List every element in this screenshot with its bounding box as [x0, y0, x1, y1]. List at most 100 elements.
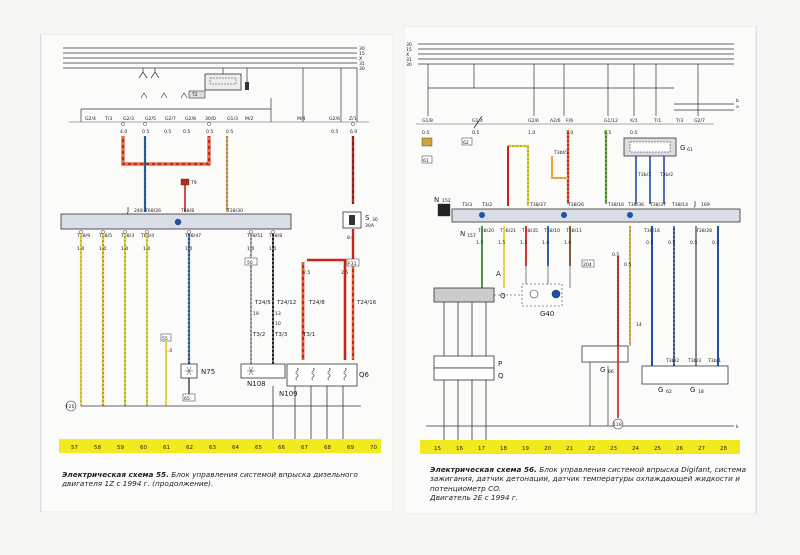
svg-text:0.5: 0.5: [630, 130, 637, 136]
svg-text:157: 157: [467, 233, 476, 239]
pin-z-1: Z/1: [349, 116, 357, 122]
svg-text:59: 59: [117, 445, 124, 451]
sensor-g66: [581, 345, 629, 363]
svg-text:30: 30: [406, 62, 412, 68]
svg-text:P: P: [498, 360, 502, 368]
pin-g2-6: G2/6: [329, 116, 340, 122]
pin-g1-3: G1/3: [227, 116, 238, 122]
svg-text:13: 13: [275, 311, 281, 317]
relay-j169: [451, 208, 741, 223]
svg-text:0.5: 0.5: [206, 129, 213, 135]
svg-text:55: 55: [162, 336, 168, 342]
svg-text:30: 30: [372, 217, 378, 223]
svg-text:G1/12: G1/12: [604, 118, 618, 124]
svg-text:T36/21: T36/21: [499, 228, 516, 234]
svg-text:0.5: 0.5: [226, 129, 233, 135]
svg-text:69: 69: [347, 445, 354, 451]
svg-text:0.5: 0.5: [604, 130, 611, 136]
svg-text:T38/35: T38/35: [521, 228, 538, 234]
svg-text:T38/30: T38/30: [226, 208, 243, 214]
svg-text:0.5: 0.5: [612, 252, 619, 258]
svg-text:0.5: 0.5: [164, 129, 171, 135]
svg-text:A2/6: A2/6: [550, 118, 561, 124]
ignition-n152: [437, 203, 451, 217]
svg-text:61: 61: [163, 445, 170, 451]
svg-text:T38/16: T38/16: [607, 202, 624, 208]
svg-text:17: 17: [478, 446, 485, 452]
fuse-box-top: [204, 73, 242, 91]
svg-text:G: G: [680, 144, 685, 152]
pin-g2-3: G2/3: [123, 116, 134, 122]
svg-text:0.5: 0.5: [712, 240, 719, 246]
svg-text:Q6: Q6: [359, 371, 370, 379]
svg-text:68: 68: [324, 445, 331, 451]
left-page: 30 15 X 31 30 T2: [40, 34, 393, 512]
svg-text:0.5: 0.5: [183, 129, 190, 135]
svg-text:1.0: 1.0: [165, 348, 172, 354]
svg-text:58: 58: [94, 445, 101, 451]
svg-text:0.5: 0.5: [472, 130, 479, 136]
svg-text:1.0: 1.0: [566, 130, 573, 136]
caption-right-title: Электрическая схема 56.: [430, 465, 537, 474]
svg-text:T68/8: T68/8: [180, 208, 194, 214]
svg-text:15: 15: [434, 446, 441, 452]
sensors-g62-g18: [641, 365, 729, 385]
svg-text:S: S: [365, 214, 370, 222]
svg-text:G1/4: G1/4: [472, 118, 483, 124]
svg-text:0.5: 0.5: [142, 129, 149, 135]
svg-text:T38/36: T38/36: [627, 202, 644, 208]
caption-right: Электрическая схема 56. Блок управления …: [430, 465, 760, 503]
svg-text:T3b/2: T3b/2: [665, 358, 679, 364]
svg-text:16: 16: [456, 446, 463, 452]
svg-text:70: 70: [370, 445, 377, 451]
svg-text:248: 248: [134, 208, 143, 214]
under-relay-pins-right: T38/20 T36/21 T38/35 T38/10 T38/11 T38/1…: [477, 228, 712, 234]
svg-text:19: 19: [522, 446, 529, 452]
svg-text:Q: Q: [498, 372, 504, 380]
relay-down-wires: [79, 232, 274, 406]
svg-text:15: 15: [406, 47, 412, 53]
svg-text:N108: N108: [247, 380, 266, 388]
svg-text:20: 20: [544, 446, 551, 452]
pin-g2-4: G2/4: [85, 116, 96, 122]
svg-text:N: N: [434, 196, 439, 204]
pin-m-4: M/4: [297, 116, 306, 122]
svg-text:T3b/1: T3b/1: [707, 358, 721, 364]
svg-text:T38/11: T38/11: [565, 228, 582, 234]
component-p: [433, 355, 495, 369]
relay-label: J: [126, 206, 129, 214]
svg-text:a: a: [736, 105, 739, 110]
svg-text:1.0: 1.0: [143, 246, 150, 252]
svg-text:T68/3: T68/3: [120, 233, 134, 239]
svg-text:169: 169: [701, 202, 710, 208]
svg-text:67: 67: [301, 445, 308, 451]
svg-text:T38/27: T38/27: [529, 202, 546, 208]
svg-text:14: 14: [636, 322, 642, 328]
svg-text:0.5: 0.5: [668, 240, 675, 246]
bus-label-x: X: [359, 56, 362, 62]
svg-text:1.0: 1.0: [269, 246, 276, 252]
right-page: 30 15 X 31 30 b a: [404, 26, 757, 514]
pin-t-3: T/3: [104, 116, 112, 122]
svg-text:0.5: 0.5: [331, 129, 338, 135]
svg-text:A: A: [496, 270, 501, 278]
svg-text:8.0: 8.0: [347, 235, 354, 241]
svg-text:19: 19: [253, 311, 259, 317]
caption-right-sub: Двигатель 2E с 1994 г.: [430, 493, 519, 503]
bus-lines: [63, 47, 357, 69]
bus-labels: 30 15 X 31 30: [359, 46, 365, 72]
relay-down-wires-right: [481, 226, 719, 366]
svg-text:N75: N75: [201, 368, 215, 376]
svg-text:60: 60: [140, 445, 147, 451]
svg-text:30: 30: [406, 42, 412, 48]
svg-text:J: J: [693, 200, 696, 208]
svg-text:65: 65: [255, 445, 262, 451]
component-q: [433, 287, 495, 303]
svg-text:T38/10: T38/10: [543, 228, 560, 234]
svg-text:T38/14: T38/14: [671, 202, 688, 208]
svg-text:F/6: F/6: [566, 118, 573, 124]
svg-text:T3b/1: T3b/1: [637, 172, 651, 178]
svg-text:T68/8: T68/8: [268, 233, 282, 239]
svg-text:30A: 30A: [365, 223, 375, 229]
svg-text:0.5: 0.5: [690, 240, 697, 246]
